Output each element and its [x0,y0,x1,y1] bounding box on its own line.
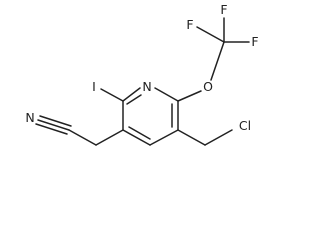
molecule-structure: F F F O N I N Cl [25,2,259,146]
atom-label-chlorine: Cl [239,118,251,133]
atom-label-f-left: F [186,17,193,32]
bond-nitrile-3 [35,123,68,135]
atom-label-f-top: F [220,2,227,17]
bonds [35,17,250,146]
bond-c3-c4 [122,129,151,146]
atom-label-ring-nitrogen: N [142,79,151,94]
bond-c3-c4-inner [128,126,151,140]
bond-nitrile-1 [37,119,70,131]
atom-labels: F F F O N I N Cl [25,2,258,133]
atom-label-iodine: I [92,79,96,94]
bond-c4-c5 [149,129,179,146]
atom-label-nitrile-nitrogen: N [25,110,34,125]
bond-c-f-left [196,26,225,43]
bond-n-c2 [122,87,141,102]
bond-cf3-o [210,41,225,81]
bond-nitrile-2 [39,115,72,127]
bond-c3-ch2 [95,129,124,146]
atom-label-f-right: F [251,34,258,49]
atom-label-oxygen: O [203,79,213,94]
bond-ch2-cn [68,129,97,146]
bond-ch2-cl [204,129,233,146]
bond-c6-n [154,87,179,102]
bond-n-c2-inner [126,94,142,105]
bond-c2-i [100,88,124,102]
bond-c5-ch2 [177,129,206,146]
bond-o-c6 [177,90,202,102]
